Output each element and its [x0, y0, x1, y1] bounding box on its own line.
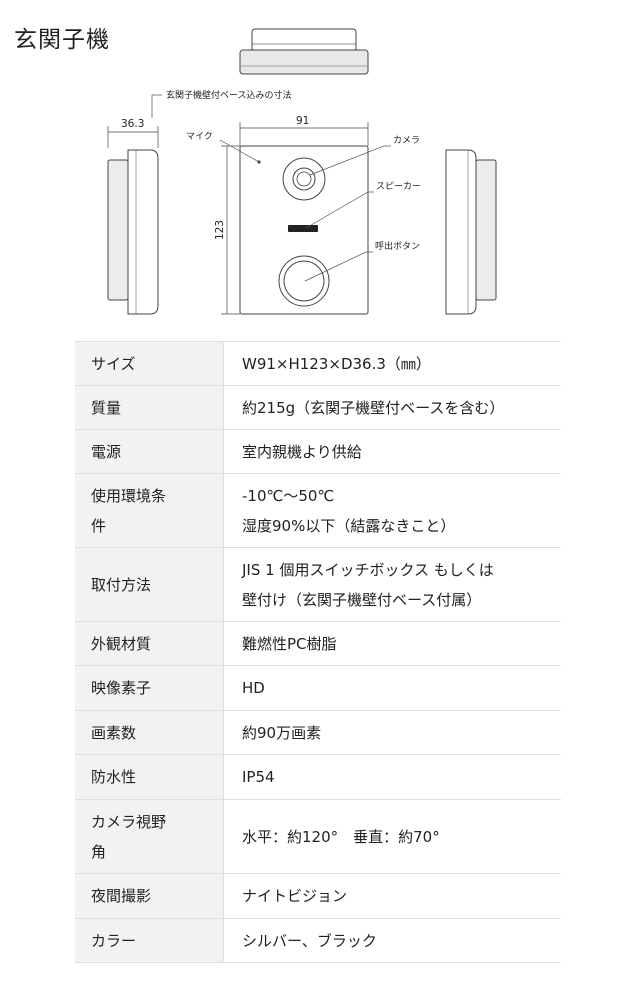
spec-label: サイズ [75, 341, 224, 386]
dimension-diagram: 玄関子機壁付ベース込みの寸法 36.3 91 123 マイク カメラ スピーカー [107, 28, 497, 315]
spec-label: 画素数 [75, 710, 224, 755]
spec-row-power: 電源 室内親機より供給 [75, 429, 561, 474]
spec-value: 難燃性PC樹脂 [223, 621, 561, 666]
spec-label: 映像素子 [75, 665, 224, 711]
front-view: 91 123 [214, 115, 369, 315]
spec-label: カメラ視野角 [75, 799, 224, 874]
spec-label: 防水性 [75, 754, 224, 800]
spec-value: 約215g（玄関子機壁付ベースを含む） [223, 385, 561, 430]
spec-row-waterproof: 防水性 IP54 [75, 754, 561, 800]
width-dimension: 91 [296, 115, 309, 127]
spec-table: サイズ W91×H123×D36.3（㎜） 質量 約215g（玄関子機壁付ベース… [75, 341, 561, 963]
spec-label: 外観材質 [75, 621, 224, 666]
spec-label: 質量 [75, 385, 224, 430]
spec-value: HD [223, 665, 561, 711]
right-side-view [445, 149, 497, 315]
spec-value: 約90万画素 [223, 710, 561, 755]
spec-label: カラー [75, 918, 224, 963]
spec-value: 水平：約120° 垂直：約70° [223, 799, 561, 874]
page-title: 玄関子機 [14, 27, 110, 53]
depth-dimension: 36.3 [121, 118, 144, 130]
spec-row-material: 外観材質 難燃性PC樹脂 [75, 621, 561, 666]
left-side-view: 36.3 [107, 118, 159, 315]
call-button-label: 呼出ボタン [375, 240, 420, 252]
spec-row-mounting: 取付方法 JIS 1 個用スイッチボックス もしくは壁付け（玄関子機壁付ベース付… [75, 547, 561, 622]
spec-row-view-angle: カメラ視野角 水平：約120° 垂直：約70° [75, 799, 561, 874]
spec-value: ナイトビジョン [223, 873, 561, 919]
spec-row-color: カラー シルバー、ブラック [75, 918, 561, 963]
speaker-label: スピーカー [376, 181, 421, 192]
spec-row-weight: 質量 約215g（玄関子機壁付ベースを含む） [75, 385, 561, 430]
height-dimension: 123 [214, 220, 226, 240]
spec-value: IP54 [223, 754, 561, 800]
spec-label: 使用環境条件 [75, 473, 224, 548]
top-view [239, 28, 369, 75]
base-note-text: 玄関子機壁付ベース込みの寸法 [166, 89, 292, 101]
spec-row-night: 夜間撮影 ナイトビジョン [75, 873, 561, 919]
mic-label: マイク [186, 131, 213, 142]
spec-label: 取付方法 [75, 547, 224, 622]
spec-label: 夜間撮影 [75, 873, 224, 919]
spec-value: 室内親機より供給 [223, 429, 561, 474]
spec-value: シルバー、ブラック [223, 918, 561, 963]
spec-value: JIS 1 個用スイッチボックス もしくは壁付け（玄関子機壁付ベース付属） [223, 547, 561, 622]
spec-row-pixels: 画素数 約90万画素 [75, 710, 561, 755]
spec-row-size: サイズ W91×H123×D36.3（㎜） [75, 341, 561, 386]
spec-label: 電源 [75, 429, 224, 474]
camera-label: カメラ [393, 135, 420, 146]
spec-value: W91×H123×D36.3（㎜） [223, 341, 561, 386]
spec-row-image-sensor: 映像素子 HD [75, 665, 561, 711]
